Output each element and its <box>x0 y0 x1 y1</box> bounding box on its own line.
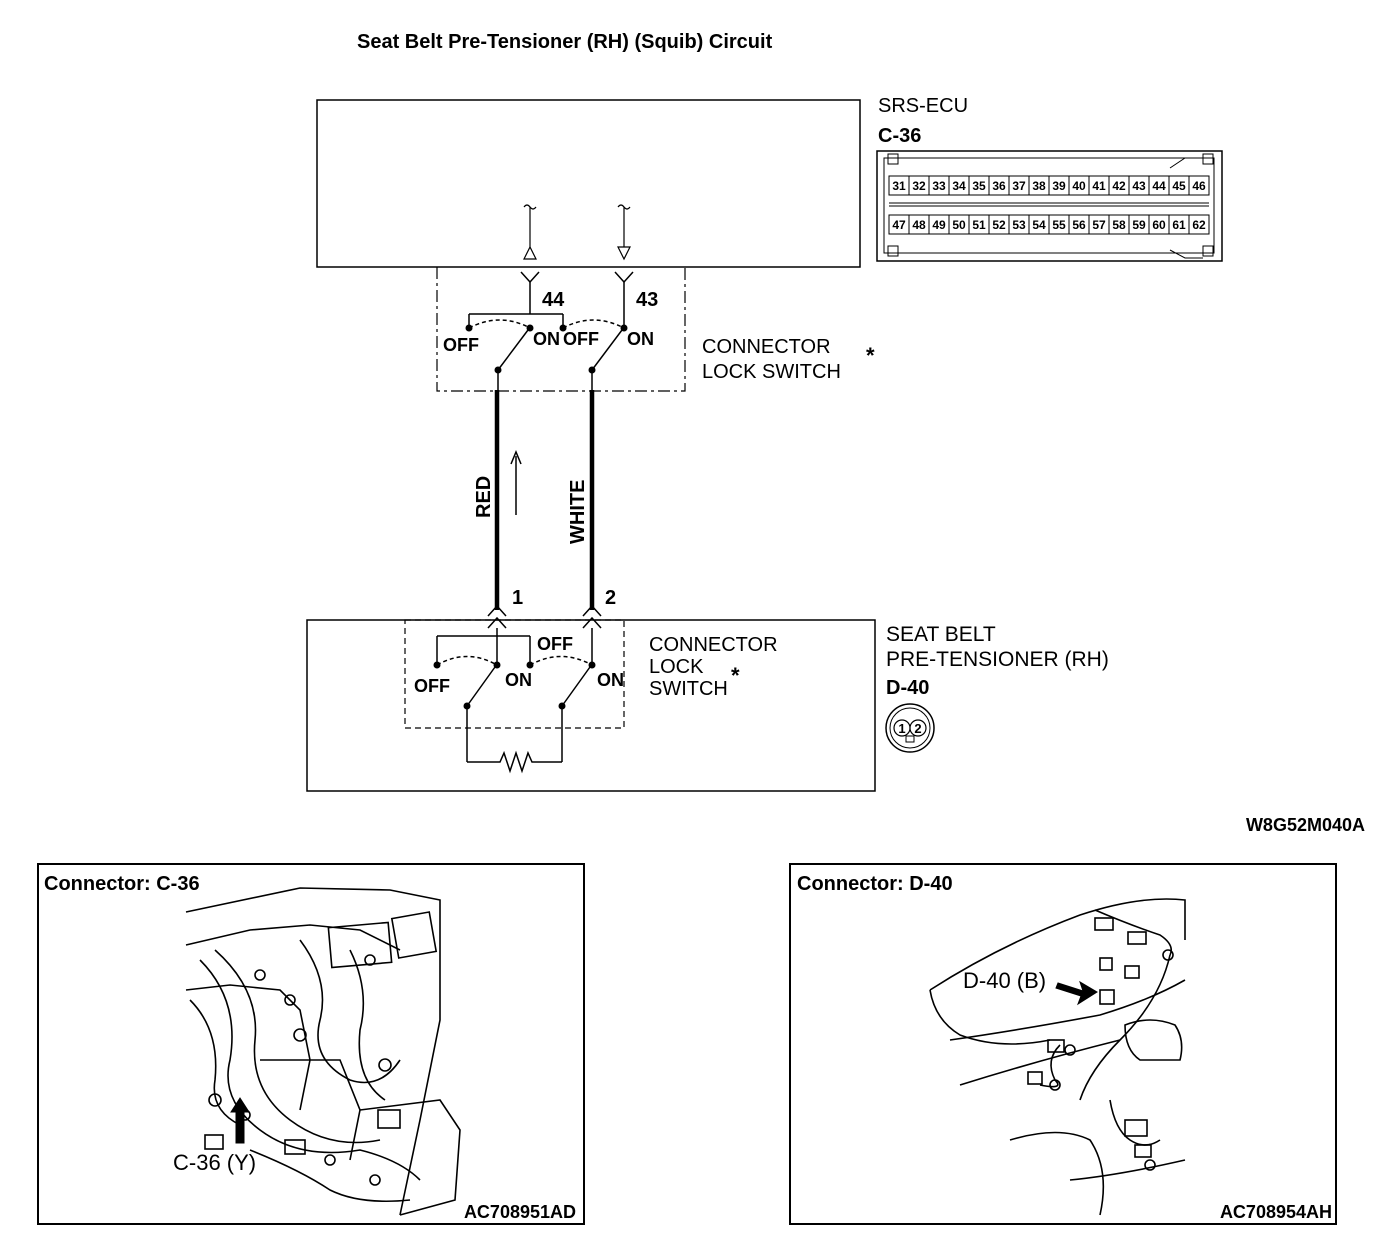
ecu-connector-id: C-36 <box>878 125 921 147</box>
diagram-code: W8G52M040A <box>1246 815 1365 835</box>
rear-seat-illustration <box>929 898 1186 1216</box>
upper-lock-switches <box>468 313 625 390</box>
wire-red-label: RED <box>473 476 495 518</box>
pretensioner-pin-2 <box>582 604 602 629</box>
pretensioner-name-1: SEAT BELT <box>886 623 996 646</box>
c36-pin-bottom-label: 58 <box>1112 218 1126 232</box>
upper-switch-asterisk: * <box>866 343 875 368</box>
c36-pin-top-label: 36 <box>992 179 1006 193</box>
d40-callout-label: D-40 (B) <box>963 968 1046 993</box>
c36-pin-top-label: 33 <box>932 179 946 193</box>
c36-pin-top-label: 32 <box>912 179 926 193</box>
panel-c36-code: AC708951AD <box>464 1202 576 1222</box>
c36-pin-top-label: 43 <box>1132 179 1146 193</box>
c36-pin-top-label: 38 <box>1032 179 1046 193</box>
d40-location-arrow <box>1055 980 1098 1006</box>
current-flow-arrow <box>510 450 522 515</box>
c36-pin-top-label: 34 <box>952 179 966 193</box>
upper-off-right: OFF <box>563 329 599 349</box>
lower-switch-label-1: CONNECTOR <box>649 634 778 656</box>
c36-pin-bottom-label: 60 <box>1152 218 1166 232</box>
c36-pin-top-label: 46 <box>1192 179 1206 193</box>
c36-pin-bottom-label: 52 <box>992 218 1006 232</box>
terminal-44-label: 44 <box>542 289 565 311</box>
c36-pin-top-label: 42 <box>1112 179 1126 193</box>
lower-on-left: ON <box>505 670 532 690</box>
panel-d40: Connector: D-40 <box>789 863 1337 1225</box>
c36-pin-bottom-label: 61 <box>1172 218 1186 232</box>
c36-location-arrow <box>230 1097 250 1144</box>
terminal-43-label: 43 <box>636 289 658 311</box>
ecu-name: SRS-ECU <box>878 95 968 117</box>
c36-pin-top-label: 37 <box>1012 179 1026 193</box>
lower-on-right: ON <box>597 670 624 690</box>
diagram-title: Seat Belt Pre-Tensioner (RH) (Squib) Cir… <box>357 31 773 53</box>
pretensioner-name-2: PRE-TENSIONER (RH) <box>886 648 1109 671</box>
panel-d40-title: Connector: D-40 <box>797 873 953 895</box>
lower-off-top: OFF <box>537 634 573 654</box>
c36-pin-bottom-label: 53 <box>1012 218 1026 232</box>
dashboard-illustration <box>185 887 461 1216</box>
panel-c36: Connector: C-36 <box>37 863 585 1225</box>
c36-pin-top-label: 41 <box>1092 179 1106 193</box>
c36-pin-bottom-label: 48 <box>912 218 926 232</box>
ecu-terminal-symbols <box>523 204 631 261</box>
upper-switch-label-2: LOCK SWITCH <box>702 361 841 383</box>
c36-pin-bottom-cell <box>1188 214 1210 235</box>
c36-pin-bottom-label: 50 <box>952 218 966 232</box>
c36-pin-top-label: 40 <box>1072 179 1086 193</box>
c36-pin-top-label: 35 <box>972 179 986 193</box>
panel-c36-title: Connector: C-36 <box>44 873 200 895</box>
panel-d40-code: AC708954AH <box>1220 1202 1332 1222</box>
upper-switch-box <box>436 267 686 392</box>
c36-pin-top-label: 44 <box>1152 179 1166 193</box>
upper-on-left: ON <box>533 329 560 349</box>
c36-pin-bottom-label: 59 <box>1132 218 1146 232</box>
lower-switch-asterisk: * <box>731 663 740 688</box>
d40-face-pin-2: 2 <box>914 721 921 736</box>
lower-switch-label-3: SWITCH <box>649 678 728 700</box>
c36-connector-face: 31 32 33 34 35 36 37 38 39 40 41 42 43 44 45 46 47 48 49 5… <box>876 150 1223 262</box>
lower-lock-switches <box>436 628 593 774</box>
c36-pin-bottom-label: 57 <box>1092 218 1106 232</box>
c36-pin-bottom-label: 55 <box>1052 218 1066 232</box>
c36-callout-label: C-36 (Y) <box>173 1150 256 1175</box>
pretensioner-pin-1 <box>487 604 507 629</box>
lower-switch-label-2: LOCK <box>649 656 704 678</box>
lower-switch-contact-dots <box>433 661 596 710</box>
pin-2-label: 2 <box>605 587 616 609</box>
upper-off-left: OFF <box>443 335 479 355</box>
upper-switch-contact-dots <box>465 324 628 374</box>
c36-pin-bottom-label: 51 <box>972 218 986 232</box>
ecu-terminal-43 <box>614 271 634 328</box>
upper-switch-label-1: CONNECTOR <box>702 336 831 358</box>
c36-pin-top-cell <box>1188 175 1210 196</box>
d40-face-pin-1: 1 <box>898 721 905 736</box>
lower-off-left: OFF <box>414 676 450 696</box>
c36-pin-bottom-label: 47 <box>892 218 906 232</box>
upper-on-right: ON <box>627 329 654 349</box>
pin-1-label: 1 <box>512 587 523 609</box>
pretensioner-box <box>306 619 876 792</box>
c36-pin-bottom-label: 54 <box>1032 218 1046 232</box>
d40-connector-face: 1 2 <box>885 703 935 753</box>
c36-pin-bottom-label: 62 <box>1192 218 1206 232</box>
pretensioner-connector-id: D-40 <box>886 677 929 699</box>
c36-pin-bottom-label: 49 <box>932 218 946 232</box>
c36-pin-top-label: 45 <box>1172 179 1186 193</box>
ecu-box <box>316 99 861 268</box>
c36-pin-bottom-label: 56 <box>1072 218 1086 232</box>
c36-pin-top-label: 39 <box>1052 179 1066 193</box>
wire-white-label: WHITE <box>567 480 589 544</box>
lower-switch-box <box>404 619 625 729</box>
c36-pin-top-label: 31 <box>892 179 906 193</box>
ecu-terminal-44 <box>520 271 540 314</box>
